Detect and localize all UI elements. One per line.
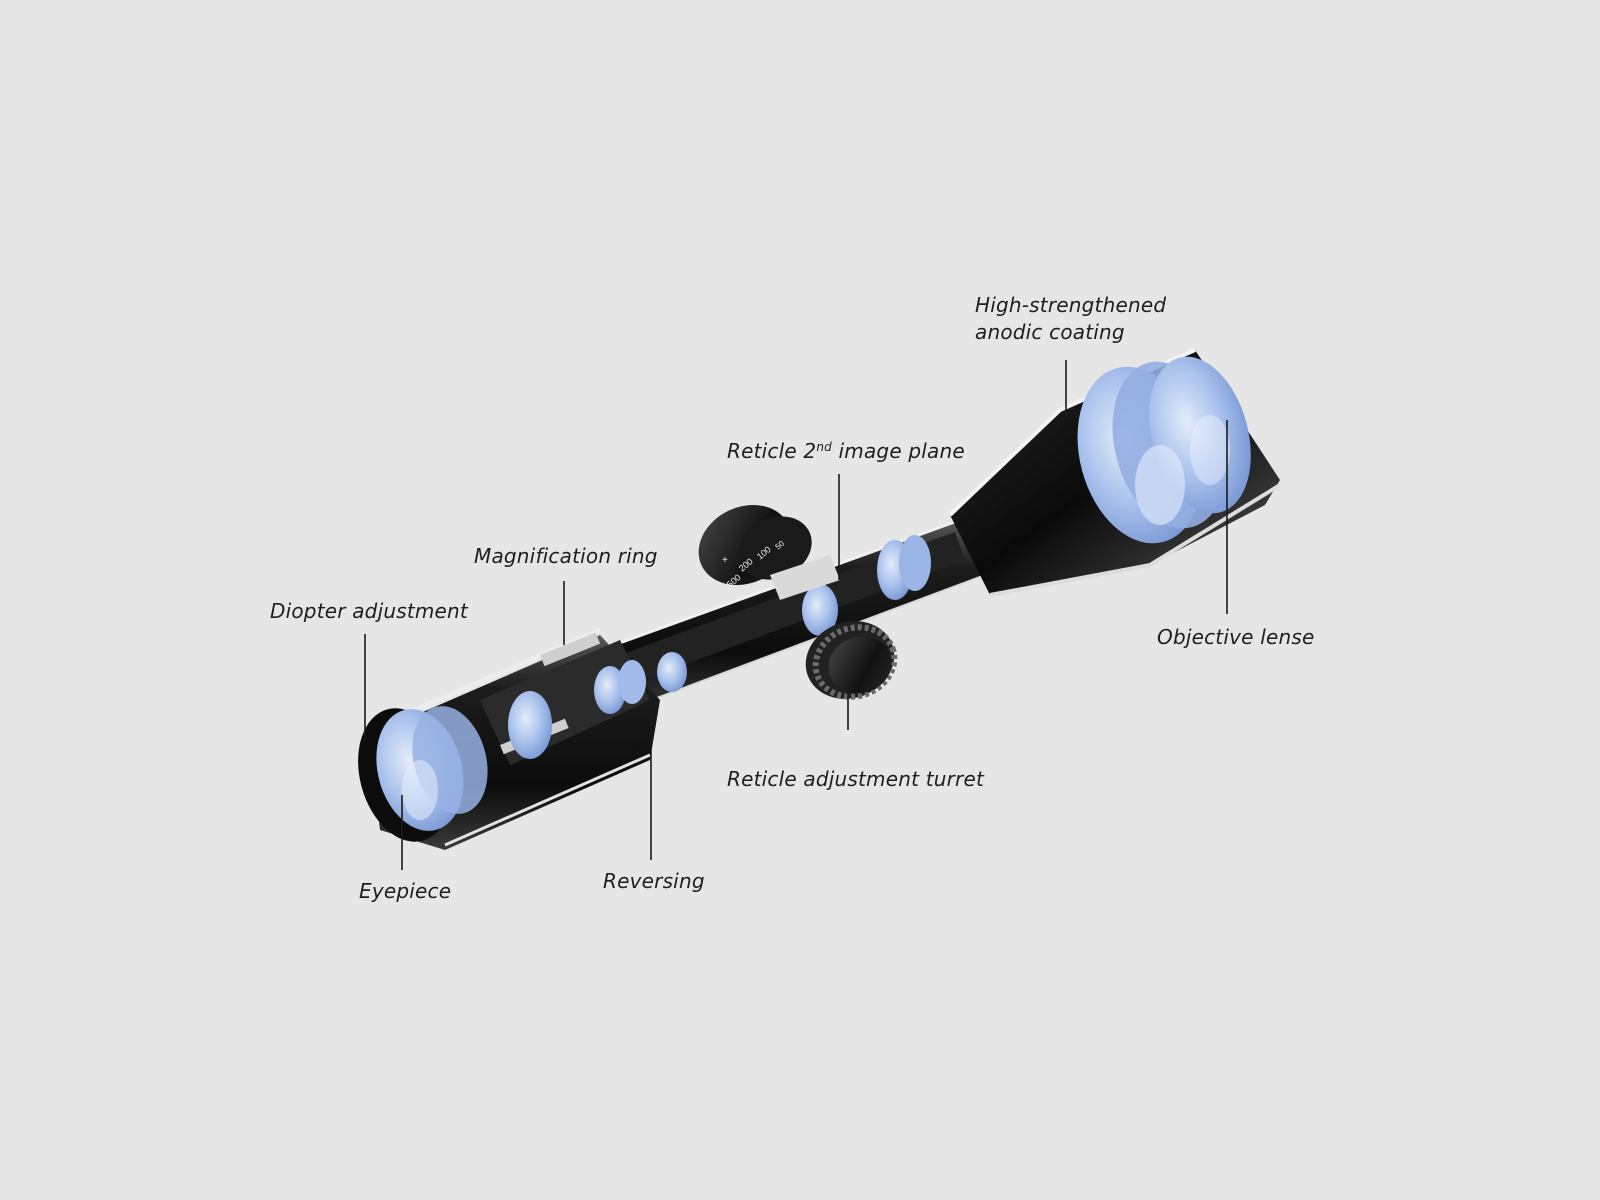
- erector-lens-front: [877, 535, 931, 600]
- label-reversing: Reversing: [603, 869, 705, 893]
- dial-mark-plus: +: [722, 555, 728, 566]
- leader-lines: [364, 360, 1228, 870]
- objective-lens: [1077, 356, 1251, 544]
- magnification-dial: 100 200 500 50 +: [698, 505, 840, 600]
- reversing-lens-2: [618, 660, 646, 704]
- label-diopter-adjustment: Diopter adjustment: [270, 599, 468, 623]
- label-anodic-coating-line2: anodic coating: [975, 320, 1125, 344]
- label-anodic-coating: High-strengthened anodic coating: [975, 292, 1166, 346]
- label-reticle-plane-prefix: Reticle 2: [727, 439, 817, 463]
- label-objective-lense: Objective lense: [1157, 625, 1315, 649]
- label-reticle-plane-suffix: image plane: [831, 439, 965, 463]
- label-reticle-turret: Reticle adjustment turret: [727, 767, 985, 791]
- scope-body: 100 200 500 50 +: [358, 348, 1282, 850]
- label-magnification-ring: Magnification ring: [474, 544, 658, 568]
- diopter-lens: [508, 691, 552, 759]
- reticle-lens: [802, 584, 838, 636]
- reversing-lens-1: [594, 666, 626, 714]
- label-eyepiece: Eyepiece: [359, 879, 452, 903]
- label-reticle-plane-sup: nd: [816, 440, 832, 454]
- label-anodic-coating-line1: High-strengthened: [975, 293, 1167, 317]
- reversing-lens-3: [657, 652, 687, 692]
- label-reticle-image-plane: Reticle 2nd image plane: [727, 438, 965, 465]
- reticle-turret: [805, 621, 898, 700]
